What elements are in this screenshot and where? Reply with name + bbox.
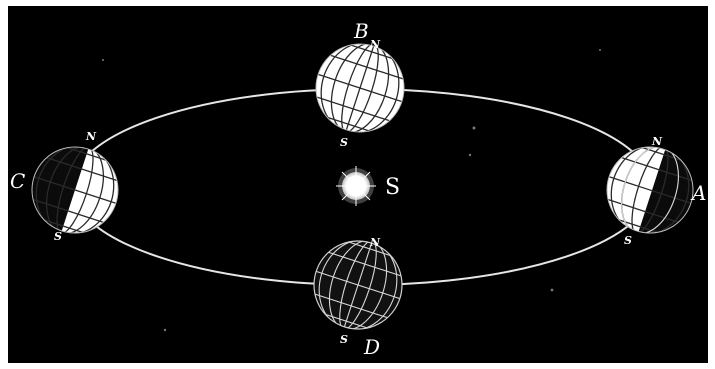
position-a-north: N [651, 135, 663, 148]
position-d-letter: D [363, 335, 380, 359]
position-c-north: N [85, 130, 97, 143]
position-a-south: S [624, 234, 632, 247]
position-b-letter: B [353, 19, 369, 43]
position-d-south: S [340, 333, 348, 346]
position-d-north: N [369, 236, 381, 249]
position-c-letter: C [10, 169, 25, 193]
sun [336, 166, 376, 206]
position-c-south: S [54, 230, 62, 243]
sun-label: S [385, 175, 400, 200]
position-a-letter: A [690, 181, 706, 205]
position-b-south: S [340, 136, 348, 149]
position-b-north: N [369, 38, 381, 51]
